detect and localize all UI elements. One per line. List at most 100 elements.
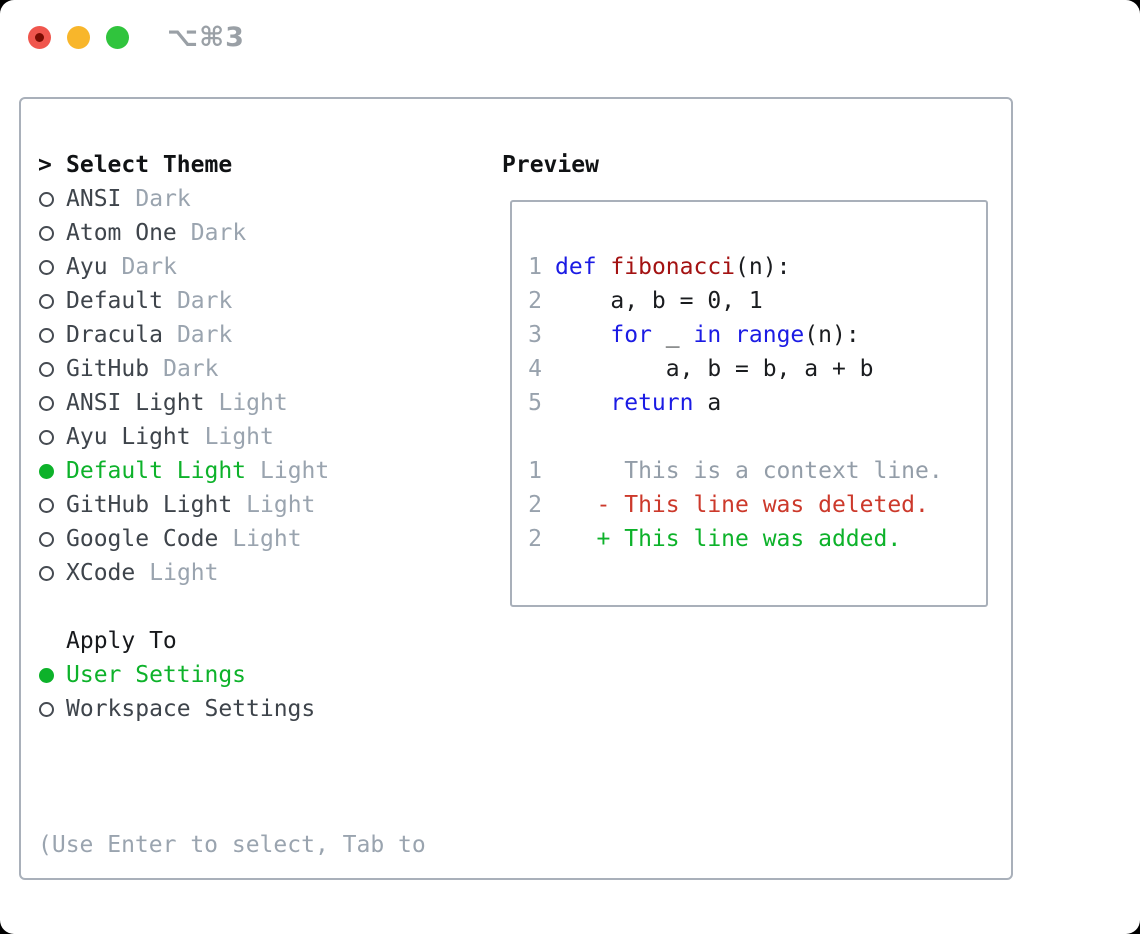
radio-icon bbox=[38, 259, 66, 275]
theme-option-default-light[interactable]: Default Light Light bbox=[38, 454, 483, 488]
hint-line-1: (Use Enter to select, Tab to bbox=[38, 832, 426, 858]
theme-variant: Light bbox=[260, 458, 330, 484]
theme-name: Dracula bbox=[66, 322, 163, 348]
line-content: for _ in range(n): bbox=[555, 318, 859, 352]
code-segment: This is a context line. bbox=[555, 458, 943, 484]
preview-line-5: 5 return a bbox=[528, 386, 986, 420]
theme-option-ansi[interactable]: ANSI Dark bbox=[38, 182, 483, 216]
radio-icon bbox=[38, 293, 66, 309]
theme-variant: Dark bbox=[176, 288, 233, 314]
line-number: 1 bbox=[528, 254, 542, 280]
radio-icon bbox=[38, 361, 66, 377]
radio-circle bbox=[39, 327, 54, 343]
zoom-button[interactable] bbox=[106, 26, 129, 49]
code-segment: _ bbox=[651, 322, 694, 348]
line-number: 2 bbox=[528, 526, 542, 552]
preview-header: Preview bbox=[502, 152, 599, 178]
theme-variant: Light bbox=[246, 492, 316, 518]
preview-line-8: 2 - This line was deleted. bbox=[528, 488, 986, 522]
prompt-caret-icon: > bbox=[38, 152, 52, 178]
radio-circle bbox=[39, 225, 54, 241]
code-segment: def bbox=[555, 254, 597, 280]
theme-name: Default Light bbox=[66, 458, 247, 484]
theme-variant: Light bbox=[149, 560, 219, 586]
theme-variant: Dark bbox=[121, 254, 177, 280]
window-title: ⌥⌘3 bbox=[167, 22, 245, 53]
radio-icon bbox=[38, 395, 66, 411]
spacer bbox=[38, 726, 483, 760]
code-segment bbox=[555, 526, 597, 552]
hint-line-2: change focus) bbox=[38, 930, 483, 934]
apply-option-label: Workspace Settings bbox=[66, 696, 316, 722]
line-content: a, b = b, a + b bbox=[555, 352, 874, 386]
apply-to-header: Apply To bbox=[66, 628, 177, 654]
code-segment: fibonacci bbox=[610, 254, 736, 280]
code-segment: a, b = 0, 1 bbox=[555, 288, 763, 314]
line-content: a, b = 0, 1 bbox=[555, 284, 763, 318]
code-segment: return bbox=[610, 390, 694, 416]
preview-line-3: 3 for _ in range(n): bbox=[528, 318, 986, 352]
preview-line-7: 1 This is a context line. bbox=[528, 454, 986, 488]
radio-circle bbox=[39, 463, 54, 479]
theme-variant: Light bbox=[232, 526, 302, 552]
line-number bbox=[528, 420, 542, 454]
line-content: def fibonacci(n): bbox=[555, 250, 790, 284]
code-segment: a bbox=[693, 390, 722, 416]
radio-icon bbox=[38, 531, 66, 547]
radio-icon bbox=[38, 565, 66, 581]
apply-option-user-settings[interactable]: User Settings bbox=[38, 658, 483, 692]
theme-name: ANSI bbox=[66, 186, 122, 212]
radio-circle bbox=[39, 361, 54, 377]
apply-option-workspace-settings[interactable]: Workspace Settings bbox=[38, 692, 483, 726]
preview-line-9: 2 + This line was added. bbox=[528, 522, 986, 556]
line-content: This is a context line. bbox=[555, 454, 943, 488]
line-number: 2 bbox=[528, 288, 542, 314]
line-number: 2 bbox=[528, 492, 542, 518]
theme-name: Ayu bbox=[66, 254, 108, 280]
radio-circle bbox=[39, 429, 54, 445]
radio-selected-icon bbox=[38, 463, 66, 479]
theme-variant: Dark bbox=[135, 186, 191, 212]
radio-selected-icon bbox=[38, 667, 66, 683]
apply-option-label: User Settings bbox=[66, 662, 247, 688]
code-segment: in bbox=[693, 322, 722, 348]
select-theme-header: Select Theme bbox=[66, 152, 233, 178]
line-number: 4 bbox=[528, 356, 542, 382]
radio-circle bbox=[39, 395, 54, 411]
theme-option-ayu[interactable]: Ayu Dark bbox=[38, 250, 483, 284]
code-segment: - This line was deleted. bbox=[596, 492, 929, 518]
close-button[interactable] bbox=[28, 26, 51, 49]
radio-circle bbox=[39, 191, 54, 207]
theme-variant: Dark bbox=[163, 356, 219, 382]
radio-circle bbox=[39, 565, 54, 581]
line-number: 3 bbox=[528, 322, 542, 348]
minimize-button[interactable] bbox=[67, 26, 90, 49]
code-segment bbox=[721, 322, 735, 348]
radio-circle bbox=[39, 293, 54, 309]
theme-name: ANSI Light bbox=[66, 390, 205, 416]
code-segment: range bbox=[735, 322, 805, 348]
preview-line-2: 2 a, b = 0, 1 bbox=[528, 284, 986, 318]
radio-icon bbox=[38, 429, 66, 445]
code-segment bbox=[555, 322, 610, 348]
radio-icon bbox=[38, 327, 66, 343]
theme-name: Default bbox=[66, 288, 163, 314]
theme-option-ansi-light[interactable]: ANSI Light Light bbox=[38, 386, 483, 420]
radio-icon bbox=[38, 497, 66, 513]
code-segment: + This line was added. bbox=[596, 526, 902, 552]
line-content: - This line was deleted. bbox=[555, 488, 929, 522]
theme-option-default[interactable]: Default Dark bbox=[38, 284, 483, 318]
theme-variant: Light bbox=[218, 390, 288, 416]
code-segment: (n): bbox=[735, 254, 791, 280]
line-content: + This line was added. bbox=[555, 522, 902, 556]
